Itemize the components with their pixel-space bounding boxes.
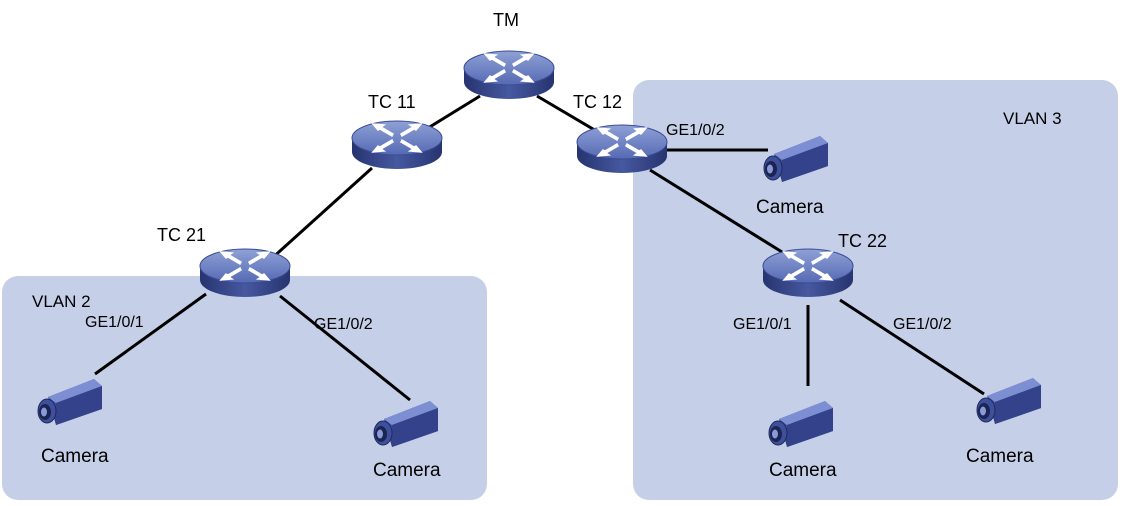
links	[94, 94, 985, 402]
port-label-tc21-left: GE1/0/1	[85, 314, 144, 331]
link-tc12-tc22	[649, 168, 783, 254]
switch-icon-tm	[463, 50, 555, 100]
camera-label-2: Camera	[373, 460, 441, 481]
link-tm-tc11	[427, 94, 481, 130]
link-tc22-cam5	[839, 298, 985, 396]
vlan2-region	[2, 276, 487, 500]
link-tc21-cam2	[279, 294, 411, 402]
port-label-tc21-right: GE1/0/2	[314, 316, 373, 333]
vlan3-label: VLAN 3	[1003, 109, 1062, 128]
camera-label-5: Camera	[966, 446, 1034, 467]
switch-icon-tc21	[199, 248, 291, 298]
camera-label-3: Camera	[756, 197, 824, 218]
switch-icon-tc12	[576, 124, 668, 174]
link-tm-tc12	[536, 94, 599, 134]
switch-label-tc22: TC 22	[838, 231, 887, 251]
link-tc11-tc21	[268, 166, 374, 262]
switch-icon-tc11	[351, 120, 443, 170]
link-tc21-cam1	[94, 292, 207, 376]
port-label-tc22-right: GE1/0/2	[893, 316, 952, 333]
switch-label-tm: TM	[493, 10, 519, 30]
camera-label-4: Camera	[769, 460, 837, 481]
port-label-tc12-cam: GE1/0/2	[666, 122, 725, 139]
camera-label-1: Camera	[41, 446, 109, 467]
vlan3-region	[633, 80, 1118, 500]
vlan2-label: VLAN 2	[32, 292, 91, 311]
port-label-tc22-left: GE1/0/1	[733, 316, 792, 333]
switch-label-tc11: TC 11	[368, 92, 416, 112]
switch-label-tc21: TC 21	[157, 225, 206, 245]
switch-label-tc12: TC 12	[573, 92, 622, 112]
switch-icon-tc22	[762, 248, 854, 298]
